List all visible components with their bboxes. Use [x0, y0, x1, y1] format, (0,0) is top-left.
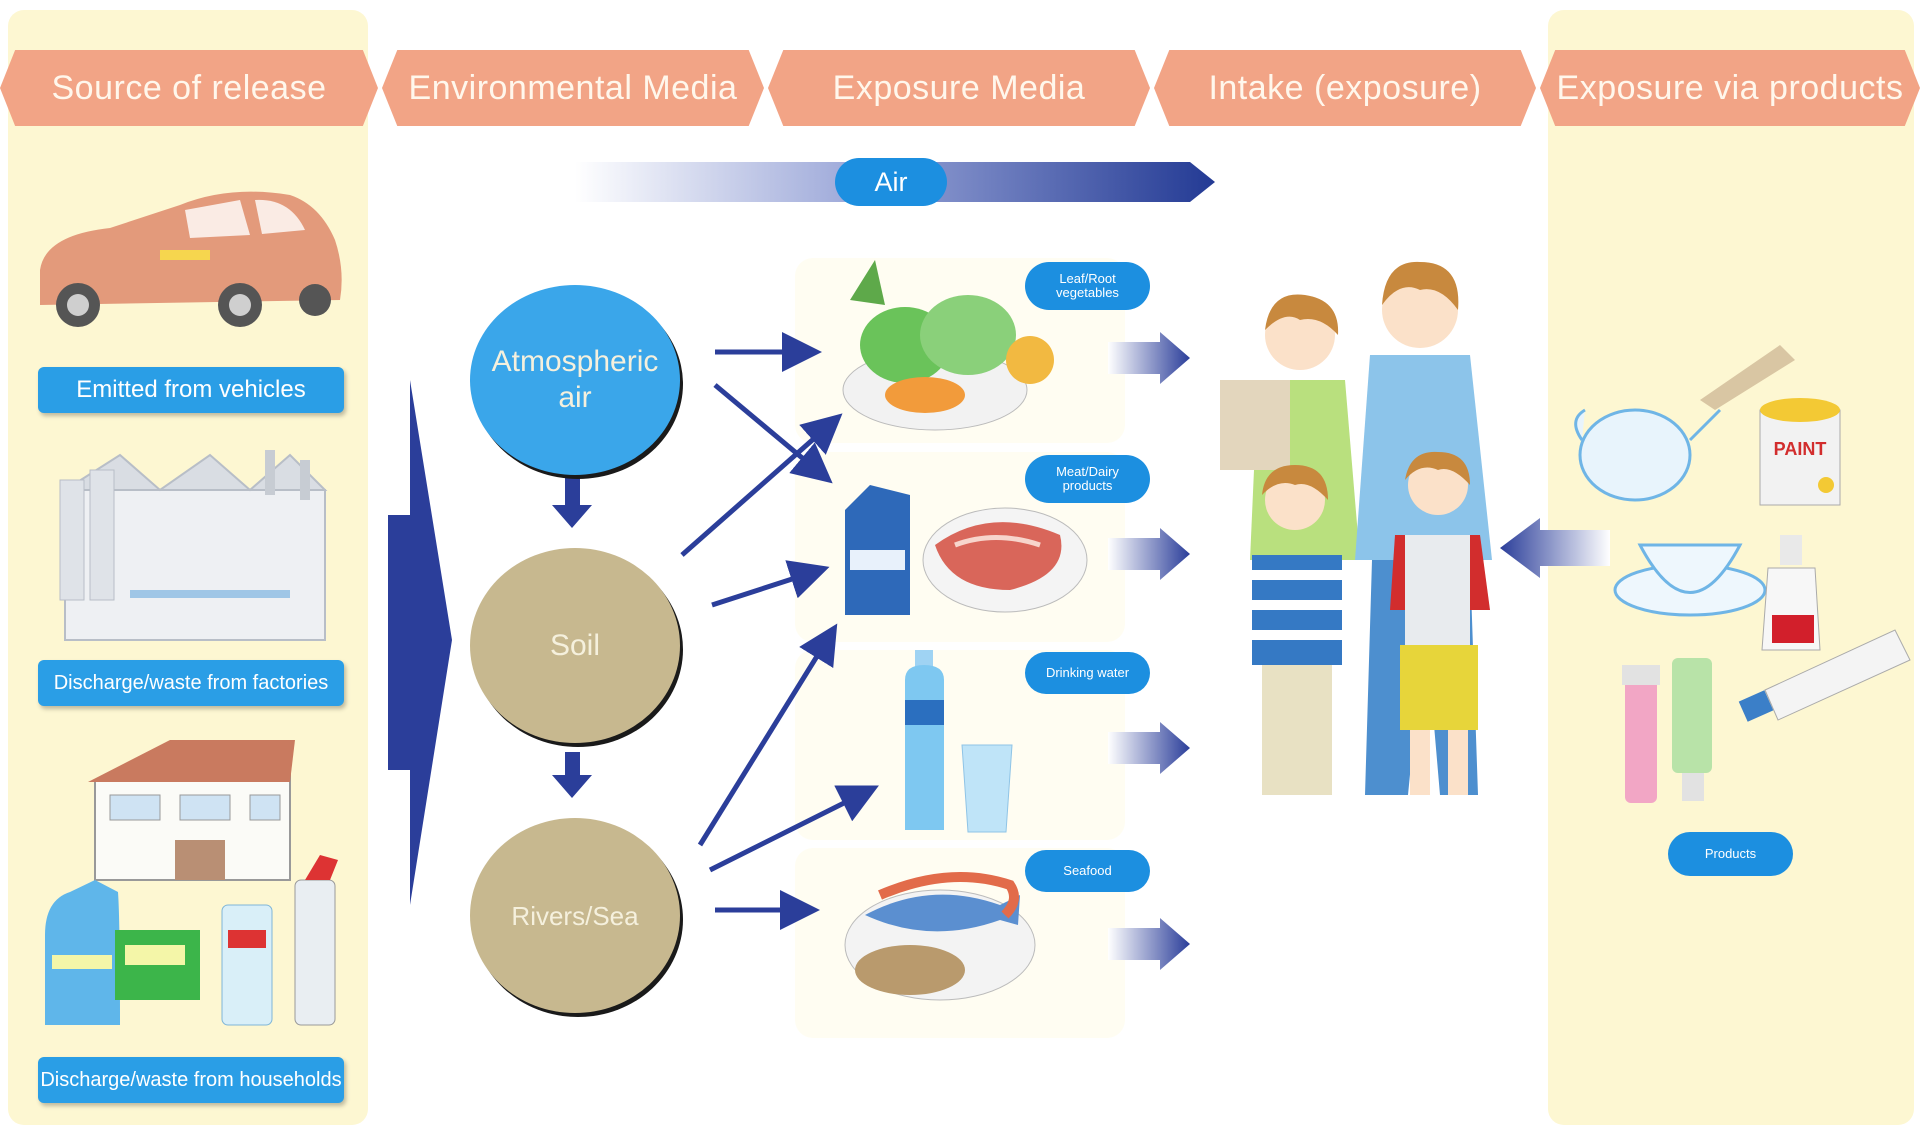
- paint-can-label: PAINT: [1774, 439, 1827, 459]
- products-to-intake-arrow: [1500, 518, 1610, 578]
- media-soil: Soil: [470, 548, 680, 743]
- polish-bottle-icon: [1761, 535, 1821, 651]
- milk-carton-icon: [845, 485, 910, 615]
- media-down-arrows: [552, 478, 592, 798]
- detergent-bottle-icon: [45, 880, 120, 1025]
- seafood-plate-icon: [844, 872, 1036, 1001]
- pill-meat-dairy-products: Meat/Dairy products: [1025, 455, 1150, 503]
- paint-can-icon: PAINT: [1700, 345, 1841, 506]
- teacup-icon: [1613, 543, 1767, 617]
- factory-icon: [59, 450, 328, 641]
- header-exposure-via-products: Exposure via products: [1540, 50, 1920, 126]
- exposure-to-intake-arrows: [1108, 332, 1190, 970]
- detergent-box-icon: [115, 930, 200, 1000]
- car-icon: [40, 191, 342, 327]
- source-label-vehicles: Emitted from vehicles: [38, 367, 344, 413]
- air-label: Air: [835, 158, 947, 206]
- meat-plate-icon: [922, 507, 1088, 613]
- house-icon: [88, 740, 295, 881]
- source-label-factories: Discharge/waste from factories: [38, 660, 344, 706]
- source-label-households: Discharge/waste from households: [38, 1057, 344, 1103]
- media-to-exposure-arrows: [680, 332, 879, 930]
- header-intake-exposure: Intake (exposure): [1154, 50, 1536, 126]
- water-bottle-icon: [905, 650, 944, 830]
- header-environmental-media: Environmental Media: [382, 50, 764, 126]
- sources-to-media-arrow: [388, 380, 452, 905]
- pill-leaf-root-vegetables: Leaf/Root vegetables: [1025, 262, 1150, 310]
- toothpaste-tube-icon: [1738, 629, 1911, 722]
- media-rivers-sea: Rivers/Sea: [470, 818, 680, 1013]
- boy-figure: [1390, 451, 1490, 795]
- pill-drinking-water: Drinking water: [1025, 652, 1150, 694]
- media-atmospheric-air: Atmospheric air: [470, 285, 680, 475]
- header-exposure-media: Exposure Media: [768, 50, 1150, 126]
- teapot-icon: [1574, 408, 1722, 502]
- spray-can-icon: [221, 855, 338, 1026]
- pill-seafood: Seafood: [1025, 850, 1150, 892]
- girl-figure: [1252, 465, 1342, 795]
- water-glass-icon: [961, 744, 1013, 833]
- pill-products: Products: [1668, 832, 1793, 876]
- vegetables-plate-icon: [842, 260, 1054, 431]
- cosmetic-bottles-icon: [1622, 658, 1712, 803]
- header-source-of-release: Source of release: [0, 50, 378, 126]
